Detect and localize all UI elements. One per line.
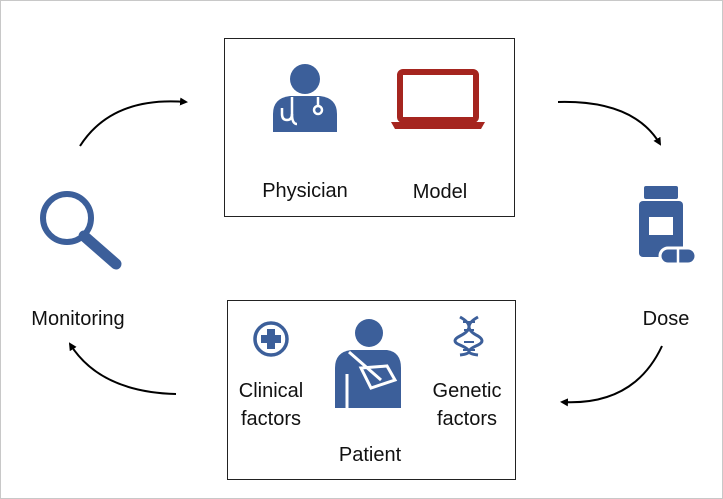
laptop-icon — [391, 69, 485, 129]
magnifier-icon — [40, 191, 122, 270]
patient-icon — [335, 319, 401, 408]
arrow-patient-to-monitoring — [68, 342, 177, 395]
genetic-factors-label: Genetic factors — [424, 377, 510, 433]
dna-icon — [453, 315, 484, 357]
arrow-monitoring-to-physician — [79, 97, 188, 147]
clinical-factors-label: Clinical factors — [228, 377, 314, 433]
medical-cross-icon — [253, 321, 289, 357]
arrow-dose-to-patient — [560, 345, 663, 407]
physician-label: Physician — [262, 180, 348, 202]
genetic-label-line2: factors — [436, 408, 498, 430]
model-label: Model — [412, 181, 468, 203]
genetic-label-line1: Genetic — [432, 380, 502, 402]
monitoring-label: Monitoring — [31, 308, 125, 330]
arrow-model-to-dose — [557, 100, 662, 146]
doctor-icon — [273, 64, 337, 132]
patient-label: Patient — [338, 444, 402, 466]
pill-bottle-icon — [639, 186, 698, 266]
clinical-label-line2: factors — [240, 408, 302, 430]
clinical-label-line1: Clinical — [238, 380, 304, 402]
dose-label: Dose — [642, 308, 690, 330]
